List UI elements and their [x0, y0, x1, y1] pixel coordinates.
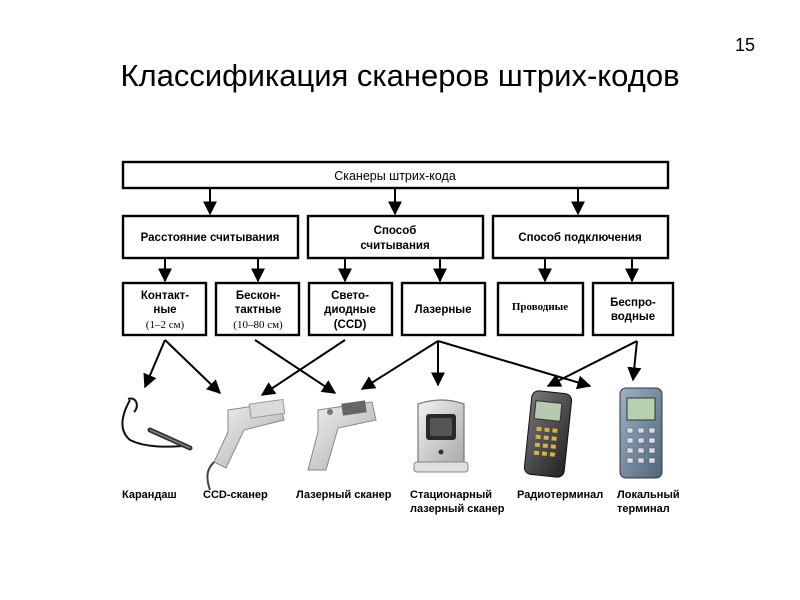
device-radio-label: Радиотерминал — [517, 489, 603, 501]
type-laser-box — [400, 281, 487, 337]
type-contact-box — [121, 281, 208, 337]
type-contact-line2: ные — [153, 304, 176, 316]
device-stationary-line1: Стационарный — [410, 489, 492, 501]
root-label: Сканеры штрих-кода — [334, 169, 456, 183]
category-connection-box — [491, 214, 670, 260]
device-laser-label: Лазерный сканер — [296, 489, 392, 501]
type-wired-box — [496, 281, 585, 337]
type-wireless-line1: Беспро- — [610, 297, 656, 309]
arrow-contactless-laser — [254, 339, 337, 394]
stationary-scanner-icon — [413, 399, 469, 473]
arrow-laser-handheld — [360, 340, 439, 390]
category-distance-box — [121, 214, 300, 260]
type-contactless-line2: тактные — [235, 304, 282, 316]
arrow-contact-ccd — [164, 339, 222, 394]
type-laser-label: Лазерные — [414, 304, 471, 316]
local-terminal-icon — [619, 387, 663, 479]
slide-title: Классификация сканеров штрих-кодов — [120, 58, 680, 93]
type-contactless-line1: Бескон- — [236, 290, 280, 302]
arrow-contact-pen — [143, 339, 166, 389]
laser-scanner-icon — [307, 400, 377, 471]
device-pen-label: Карандаш — [122, 489, 177, 501]
type-led-line3: (CCD) — [334, 319, 367, 331]
arrow-led-ccd — [260, 339, 346, 396]
type-wired-label: Проводные — [512, 301, 568, 313]
type-led-box — [307, 281, 394, 337]
device-local-line1: Локальный — [617, 489, 680, 501]
category-connection-label: Способ подключения — [518, 232, 641, 244]
radio-terminal-icon — [523, 390, 573, 478]
arrow-laser-terminal — [437, 340, 592, 390]
category-method-line1: Способ — [374, 225, 417, 237]
pen-scanner-icon — [121, 397, 193, 451]
category-distance-label: Расстояние считывания — [141, 232, 280, 244]
type-contact-line1: Контакт- — [141, 290, 189, 302]
device-stationary-line2: лазерный сканер — [410, 503, 505, 515]
device-ccd-label: CCD-сканер — [203, 489, 268, 501]
device-local-line2: терминал — [617, 503, 670, 515]
type-led-line2: диодные — [324, 304, 376, 316]
slide-number: 15 — [735, 35, 756, 55]
arrow-wireless-local — [627, 340, 642, 382]
type-contactless-line3: (10–80 см) — [233, 319, 283, 331]
type-wireless-line2: водные — [611, 311, 655, 323]
type-contactless-box — [214, 281, 301, 337]
root-box — [121, 160, 670, 190]
type-led-line1: Свето- — [331, 290, 369, 302]
type-wireless-box — [591, 281, 675, 337]
arrow-wireless-radio — [546, 340, 638, 387]
type-contact-line3: (1–2 см) — [146, 319, 185, 331]
category-method-box — [306, 214, 485, 260]
category-method-line2: считывания — [360, 240, 429, 252]
ccd-scanner-icon — [206, 398, 286, 491]
